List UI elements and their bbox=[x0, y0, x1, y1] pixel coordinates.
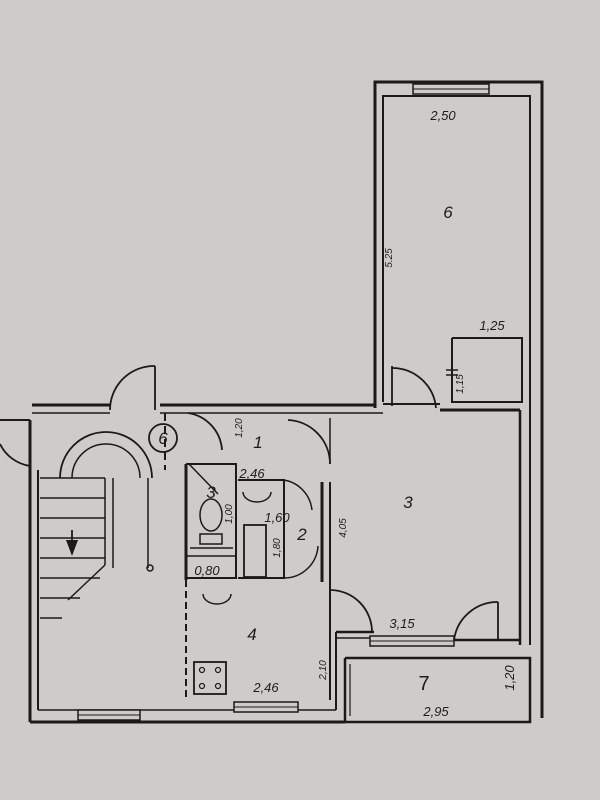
dim-1-80: 1,80 bbox=[272, 538, 283, 558]
room-3-walls bbox=[336, 410, 532, 724]
stair-walls bbox=[0, 365, 383, 724]
room-1-label: 1 bbox=[253, 433, 262, 452]
dim-1-00: 1,00 bbox=[224, 504, 235, 524]
room-7-label: 7 bbox=[418, 673, 429, 695]
room-3-label: 3 bbox=[403, 493, 413, 512]
dim-2-46-top: 2,46 bbox=[238, 466, 265, 481]
entry-marker: 6 bbox=[148, 423, 178, 453]
dim-2-46-bottom: 2,46 bbox=[252, 680, 279, 695]
room-2-label: 2 bbox=[296, 525, 307, 544]
dim-2-10: 2,10 bbox=[318, 660, 329, 681]
hallway-walls bbox=[186, 412, 373, 710]
room-6-circle-label: 6 bbox=[158, 429, 168, 448]
dim-1-20-top: 1,20 bbox=[234, 418, 245, 438]
room-3-bath-label: 3 bbox=[206, 483, 216, 502]
dim-3-15: 3,15 bbox=[389, 616, 415, 631]
dim-5-25: 5.25 bbox=[384, 248, 395, 268]
dim-1-60: 1,60 bbox=[264, 510, 290, 525]
dim-1-15: 1,15 bbox=[455, 374, 466, 394]
kitchen-fixtures bbox=[193, 593, 299, 713]
room-6-label: 6 bbox=[443, 203, 453, 222]
dim-4-05: 4,05 bbox=[338, 518, 349, 538]
room-4-label: 4 bbox=[247, 625, 256, 644]
dim-1-20-right: 1,20 bbox=[502, 665, 517, 691]
dim-2-50: 2,50 bbox=[429, 108, 456, 123]
dim-0-80: 0,80 bbox=[194, 563, 220, 578]
dim-1-25: 1,25 bbox=[479, 318, 505, 333]
dim-2-95: 2,95 bbox=[422, 704, 449, 719]
room-6-walls bbox=[373, 80, 544, 718]
